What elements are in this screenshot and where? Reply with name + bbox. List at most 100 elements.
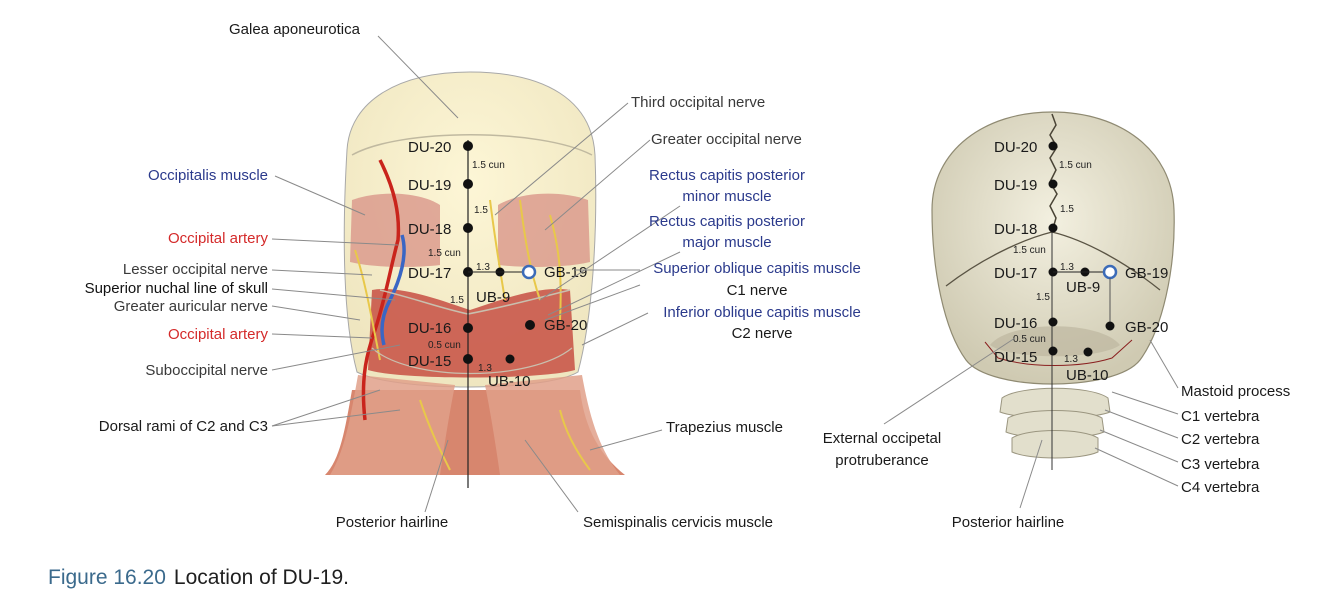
label-c3-vertebra: C3 vertebra — [1181, 456, 1260, 473]
sagittal-suture — [1049, 113, 1058, 233]
point-du15: DU-15 — [408, 353, 451, 370]
trapezius-right — [485, 375, 620, 475]
label-rcp-major-2: major muscle — [682, 234, 771, 251]
r-dist-17-16: 1.5 — [1036, 292, 1050, 303]
label-occipital-artery-2: Occipital artery — [168, 326, 269, 343]
nerves — [354, 199, 591, 471]
point-gb20-dot — [525, 320, 535, 330]
point-du20: DU-20 — [408, 139, 451, 156]
dist-17-16: 1.5 — [450, 295, 464, 306]
label-occipitalis: Occipitalis muscle — [148, 167, 268, 184]
r-point-du20: DU-20 — [994, 139, 1037, 156]
r-point-du18-dot — [1048, 223, 1058, 233]
label-rcp-major-1: Rectus capitis posterior — [649, 213, 805, 230]
label-c4-vertebra: C4 vertebra — [1181, 479, 1260, 496]
r-point-du18: DU-18 — [994, 221, 1037, 238]
dist-19-18: 1.5 — [474, 205, 488, 216]
r-dist-17-gb19: 1.3 — [1060, 262, 1074, 273]
label-posterior-hairline-right: Posterior hairline — [952, 514, 1065, 531]
r-point-gb20: GB-20 — [1125, 319, 1168, 336]
label-semispinalis: Semispinalis cervicis muscle — [583, 514, 773, 531]
dist-18-17: 1.5 cun — [428, 248, 461, 259]
label-c2-vertebra: C2 vertebra — [1181, 431, 1260, 448]
label-suboccipital: Suboccipital nerve — [145, 362, 268, 379]
figure-caption-text: Location of DU-19. — [173, 566, 350, 589]
r-point-du15-dot — [1048, 346, 1058, 356]
right-acupoints: DU-20 DU-19 DU-18 DU-17 GB-19 UB-9 DU-16… — [994, 139, 1168, 384]
label-rcp-minor-1: Rectus capitis posterior — [649, 167, 805, 184]
left-labels: Galea aponeurotica Third occipital nerve… — [85, 21, 861, 531]
point-du18: DU-18 — [408, 221, 451, 238]
point-gb19-ring — [521, 264, 537, 280]
dist-20-19: 1.5 cun — [472, 160, 505, 171]
r-point-ub10: UB-10 — [1066, 367, 1109, 384]
occipital-artery-vessel — [361, 159, 401, 421]
r-dist-20-19: 1.5 cun — [1059, 160, 1092, 171]
point-gb20: GB-20 — [544, 317, 587, 334]
r-point-gb19-ring — [1102, 264, 1118, 280]
label-c2-nerve: C2 nerve — [732, 325, 793, 342]
skull — [931, 111, 1175, 385]
r-point-du19-dot — [1048, 179, 1058, 189]
skull-base-outline — [984, 339, 1133, 366]
label-occipital-artery-1: Occipital artery — [168, 230, 269, 247]
skull-illustration — [931, 111, 1175, 470]
dist-16-15: 0.5 cun — [428, 340, 461, 351]
r-point-ub10-dot — [1083, 347, 1093, 357]
right-labels: Mastoid process C1 vertebra C2 vertebra … — [823, 383, 1290, 531]
label-mastoid: Mastoid process — [1181, 383, 1290, 400]
r-point-gb19: GB-19 — [1125, 265, 1168, 282]
label-third-occipital: Third occipital nerve — [631, 94, 765, 111]
label-c1-vertebra: C1 vertebra — [1181, 408, 1260, 425]
label-galea: Galea aponeurotica — [229, 21, 361, 38]
galea-band — [351, 134, 593, 156]
r-point-du16: DU-16 — [994, 315, 1037, 332]
label-superior-nuchal: Superior nuchal line of skull — [85, 280, 268, 297]
label-posterior-hairline-left: Posterior hairline — [336, 514, 449, 531]
r-point-ub9: UB-9 — [1066, 279, 1100, 296]
point-du15-dot — [463, 354, 473, 364]
label-superior-oblique: Superior oblique capitis muscle — [653, 260, 861, 277]
r-dist-18-17: 1.5 cun — [1013, 245, 1046, 256]
label-c1-nerve: C1 nerve — [727, 282, 788, 299]
r-dist-16-15: 0.5 cun — [1013, 334, 1046, 345]
r-dist-15-ub10: 1.3 — [1064, 354, 1078, 365]
point-du16-dot — [463, 323, 473, 333]
dist-17-gb19: 1.3 — [476, 262, 490, 273]
occipitalis-left — [350, 193, 440, 267]
trapezius-left — [330, 375, 455, 475]
r-point-du20-dot — [1048, 141, 1058, 151]
figure-caption: Figure 16.20 Location of DU-19. — [48, 566, 349, 590]
label-trapezius: Trapezius muscle — [666, 419, 783, 436]
label-external-occipital-2: protruberance — [835, 452, 928, 469]
suboccipital-muscles — [368, 289, 575, 378]
r-dist-19-18: 1.5 — [1060, 204, 1074, 215]
point-du20-dot — [463, 141, 473, 151]
label-dorsal-rami: Dorsal rami of C2 and C3 — [99, 418, 268, 435]
point-du16: DU-16 — [408, 320, 451, 337]
hairline-curve — [371, 347, 573, 375]
point-du17: DU-17 — [408, 265, 451, 282]
r-point-du19: DU-19 — [994, 177, 1037, 194]
head-neck-illustration — [325, 71, 625, 488]
figure-number: Figure 16.20 — [48, 566, 166, 589]
r-point-du15: DU-15 — [994, 349, 1037, 366]
right-leader-lines — [883, 337, 1179, 509]
point-ub10-dot — [505, 354, 515, 364]
occipitalis-right — [498, 193, 590, 267]
dist-15-ub10: 1.3 — [478, 363, 492, 374]
r-point-du16-dot — [1048, 317, 1058, 327]
point-du19-dot — [463, 179, 473, 189]
left-leader-lines — [271, 35, 681, 513]
label-greater-occipital: Greater occipital nerve — [651, 131, 802, 148]
label-external-occipital-1: External occipetal — [823, 430, 941, 447]
r-point-gb20-dot — [1105, 321, 1115, 331]
cervical-vertebrae — [999, 387, 1111, 459]
label-inferior-oblique: Inferior oblique capitis muscle — [663, 304, 861, 321]
r-point-du17: DU-17 — [994, 265, 1037, 282]
left-acupoints: DU-20 DU-19 DU-18 DU-17 GB-19 UB-9 DU-16… — [408, 139, 587, 390]
point-du19: DU-19 — [408, 177, 451, 194]
label-greater-auricular: Greater auricular nerve — [114, 298, 268, 315]
point-ub9: UB-9 — [476, 289, 510, 306]
